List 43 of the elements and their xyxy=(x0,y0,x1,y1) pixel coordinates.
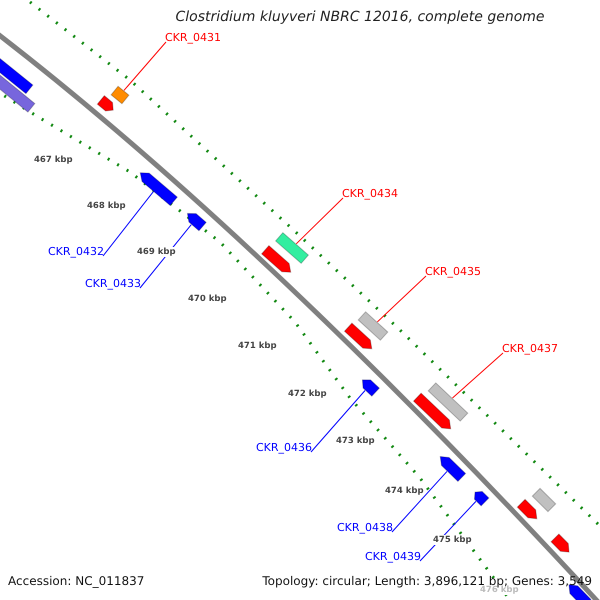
gene-feature xyxy=(516,498,538,520)
gene-box xyxy=(532,488,556,512)
position-label: 471 kbp xyxy=(238,341,277,351)
gene-box xyxy=(274,232,310,264)
diagram-title: Clostridium kluyveri NBRC 12016, complete genome xyxy=(174,9,546,25)
gene-label: CKR_0438 xyxy=(337,521,394,534)
gene-label: CKR_0433 xyxy=(85,277,142,290)
gene-label: CKR_0436 xyxy=(256,441,312,454)
position-label: 467 kbp xyxy=(34,155,73,165)
leader-line xyxy=(452,352,504,398)
position-label: 469 kbp xyxy=(137,247,176,257)
position-label: 472 kbp xyxy=(288,389,327,399)
gene-label: CKR_0434 xyxy=(342,187,398,200)
gene-box xyxy=(110,86,130,104)
gene-box xyxy=(428,382,468,422)
genome-info-text: Accession: NC_011837 xyxy=(8,574,144,588)
position-label: 468 kbp xyxy=(87,201,126,211)
gene-feature xyxy=(96,94,114,112)
gene-feature xyxy=(412,392,452,430)
gene-feature xyxy=(550,533,570,553)
gene-box xyxy=(358,311,388,341)
leader-line xyxy=(296,198,344,244)
position-label: 473 kbp xyxy=(336,436,375,446)
position-label: 474 kbp xyxy=(385,486,424,496)
gene-feature xyxy=(260,244,292,273)
gene-label: CKR_0431 xyxy=(165,31,222,44)
gene-feature xyxy=(362,379,380,397)
gene-feature xyxy=(140,172,178,206)
gene-label: CKR_0439 xyxy=(365,550,422,563)
gene-feature xyxy=(186,212,207,232)
gene-feature xyxy=(474,490,490,507)
gene-feature xyxy=(440,456,466,482)
leader-line xyxy=(376,276,426,322)
gene-label: CKR_0432 xyxy=(48,245,104,258)
leader-line xyxy=(102,191,154,256)
position-label: 475 kbp xyxy=(433,535,472,545)
position-label: 470 kbp xyxy=(188,294,227,304)
gene-label: CKR_0437 xyxy=(502,342,558,355)
leader-line xyxy=(310,390,366,452)
leader-line xyxy=(123,42,166,91)
gene-label: CKR_0435 xyxy=(425,265,482,278)
leader-line xyxy=(392,470,448,532)
gene-feature xyxy=(344,322,372,350)
